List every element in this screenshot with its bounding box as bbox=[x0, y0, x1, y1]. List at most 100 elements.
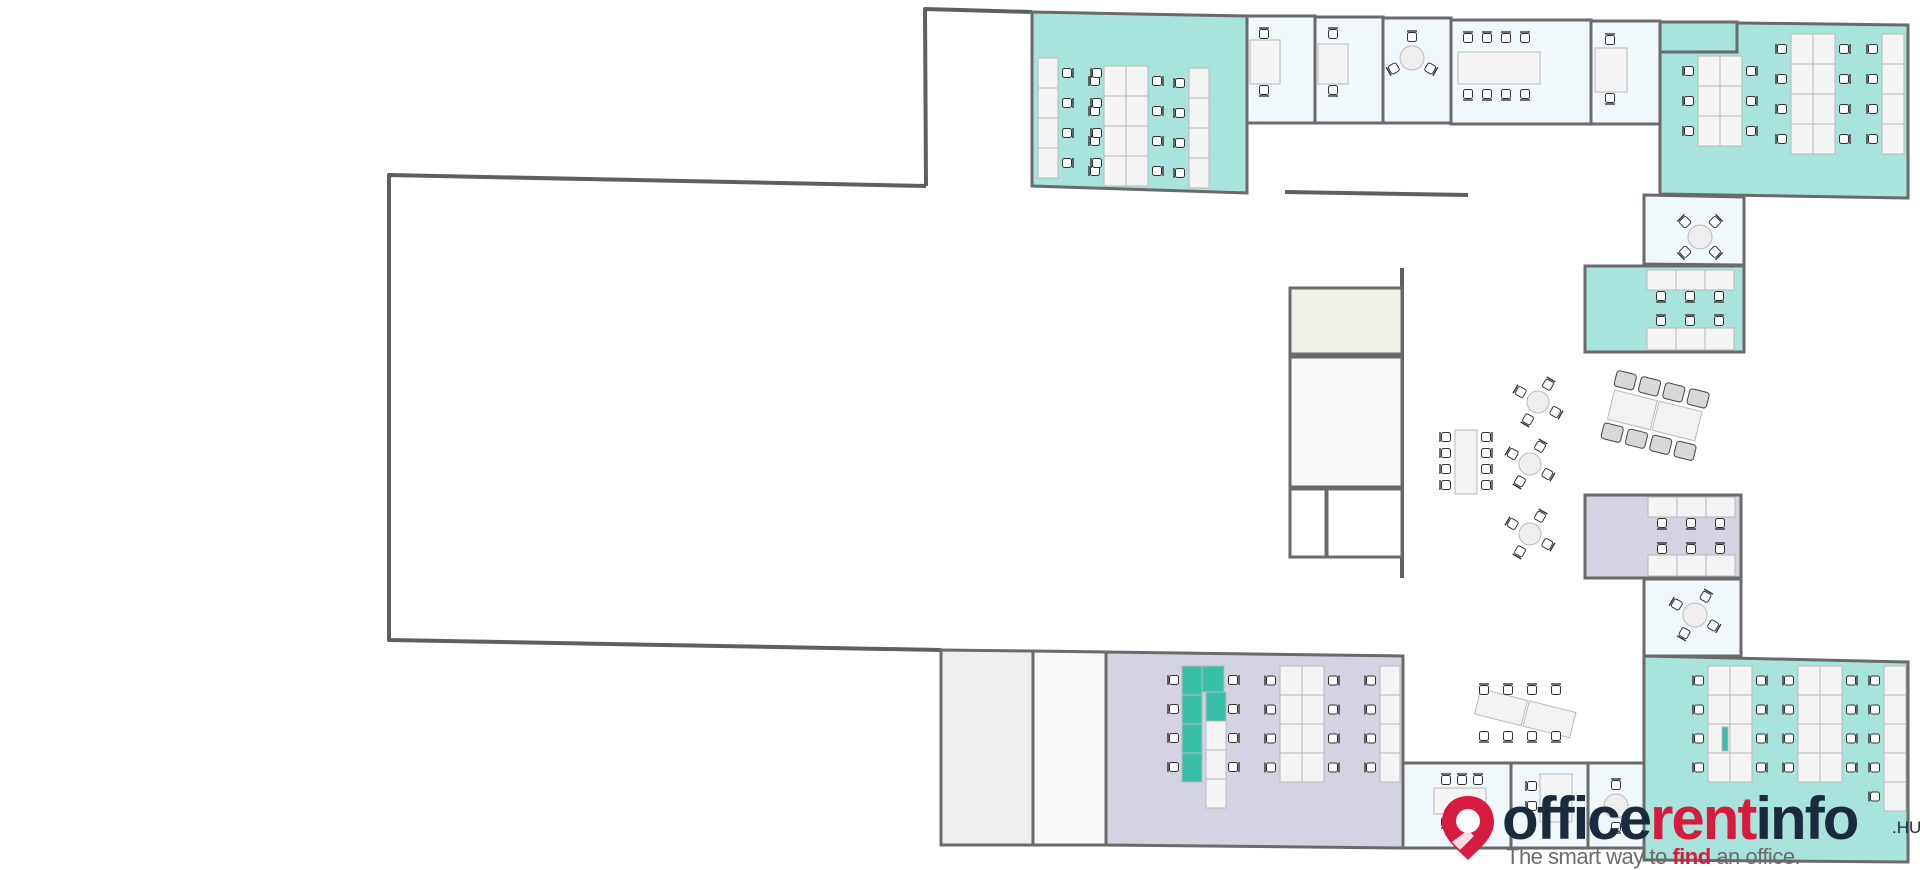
chair-seat bbox=[1479, 685, 1489, 695]
desk bbox=[1719, 55, 1743, 87]
chair bbox=[1264, 704, 1276, 715]
desk bbox=[1205, 691, 1227, 722]
desk bbox=[1675, 269, 1706, 291]
chair bbox=[1328, 733, 1340, 744]
desk bbox=[1125, 125, 1149, 157]
chair-seat bbox=[1175, 108, 1185, 118]
chair-seat bbox=[1870, 762, 1880, 773]
chair-seat bbox=[1542, 378, 1554, 391]
chair bbox=[1264, 762, 1276, 773]
chair-seat bbox=[1839, 134, 1849, 144]
armchair bbox=[1673, 440, 1697, 461]
chair bbox=[1473, 773, 1483, 785]
chair-seat bbox=[1152, 76, 1162, 86]
chair-seat bbox=[1784, 733, 1794, 744]
chair-seat bbox=[1846, 733, 1856, 744]
chair bbox=[1173, 168, 1185, 178]
armchair bbox=[1638, 376, 1662, 397]
chair-seat bbox=[1527, 801, 1537, 811]
chair-seat bbox=[1441, 775, 1451, 785]
desk bbox=[1279, 723, 1303, 754]
desk bbox=[1188, 67, 1210, 99]
chair bbox=[1868, 762, 1880, 773]
chair-seat bbox=[1503, 685, 1513, 695]
chair bbox=[1692, 733, 1704, 744]
desk bbox=[1790, 93, 1814, 125]
chair bbox=[1520, 31, 1530, 43]
chair bbox=[1062, 68, 1074, 78]
chair bbox=[1481, 464, 1493, 474]
chair-seat bbox=[1715, 518, 1725, 528]
chair-back bbox=[1538, 438, 1548, 445]
desk bbox=[1697, 115, 1721, 147]
chair-seat bbox=[1266, 762, 1276, 773]
desk bbox=[1379, 723, 1401, 754]
chair-seat bbox=[1266, 675, 1276, 686]
chair-back bbox=[1432, 66, 1439, 77]
chair bbox=[1173, 138, 1185, 148]
chair bbox=[1605, 93, 1615, 105]
chair bbox=[1699, 588, 1714, 603]
chair-seat bbox=[1463, 89, 1473, 99]
chair bbox=[1463, 31, 1473, 43]
chair-seat bbox=[1870, 733, 1880, 744]
chair-back bbox=[1676, 213, 1685, 222]
desk bbox=[1790, 33, 1814, 65]
desk bbox=[1675, 327, 1706, 351]
chair-back bbox=[1512, 483, 1522, 490]
chair bbox=[1503, 683, 1513, 695]
small-room-north-east bbox=[1658, 20, 1739, 54]
chair-seat bbox=[1092, 158, 1102, 168]
chair-seat bbox=[1152, 166, 1162, 176]
chair-seat bbox=[1784, 762, 1794, 773]
chair bbox=[1782, 704, 1794, 715]
chair-seat bbox=[1746, 126, 1756, 136]
chair-seat bbox=[1169, 704, 1179, 714]
desk bbox=[1676, 554, 1707, 577]
chair-seat bbox=[1868, 74, 1878, 84]
desk bbox=[1819, 723, 1843, 754]
chair bbox=[1525, 781, 1537, 791]
chair bbox=[1839, 104, 1851, 114]
chair-seat bbox=[1839, 44, 1849, 54]
chair-seat bbox=[1407, 32, 1417, 42]
round-table bbox=[1518, 522, 1542, 546]
chair bbox=[1520, 89, 1530, 101]
chair bbox=[1775, 134, 1787, 144]
desk bbox=[1707, 665, 1731, 696]
desk bbox=[1205, 778, 1227, 809]
chair bbox=[1328, 85, 1338, 97]
chair-seat bbox=[1679, 216, 1692, 229]
desk bbox=[1790, 63, 1814, 95]
chair bbox=[1504, 516, 1519, 530]
chair bbox=[1839, 74, 1851, 84]
chair bbox=[1846, 733, 1858, 744]
chair bbox=[1501, 31, 1511, 43]
chair-seat bbox=[1514, 386, 1527, 398]
chair-seat bbox=[1062, 128, 1072, 138]
chair-seat bbox=[1777, 44, 1787, 54]
chair bbox=[1228, 675, 1240, 685]
chair bbox=[1708, 245, 1724, 261]
chair bbox=[1167, 675, 1179, 685]
chair-seat bbox=[1328, 733, 1338, 744]
chair bbox=[1551, 731, 1561, 743]
desk bbox=[1103, 95, 1127, 127]
chair-seat bbox=[1228, 762, 1238, 772]
chair-back bbox=[1676, 252, 1685, 261]
chair bbox=[1746, 126, 1758, 136]
chair-seat bbox=[1868, 44, 1878, 54]
chair bbox=[1714, 314, 1724, 326]
officerentinfo-logo[interactable]: officerentinfo .HU The smart way to find… bbox=[1436, 785, 1920, 869]
chair-seat bbox=[1520, 33, 1530, 43]
chair bbox=[1152, 106, 1164, 116]
chair bbox=[1657, 542, 1667, 554]
north-annex-wall bbox=[923, 7, 1033, 187]
chair bbox=[1090, 68, 1102, 78]
armchair bbox=[1624, 428, 1648, 449]
desk bbox=[1037, 147, 1059, 179]
chair bbox=[1692, 762, 1704, 773]
chair-seat bbox=[1228, 675, 1238, 685]
